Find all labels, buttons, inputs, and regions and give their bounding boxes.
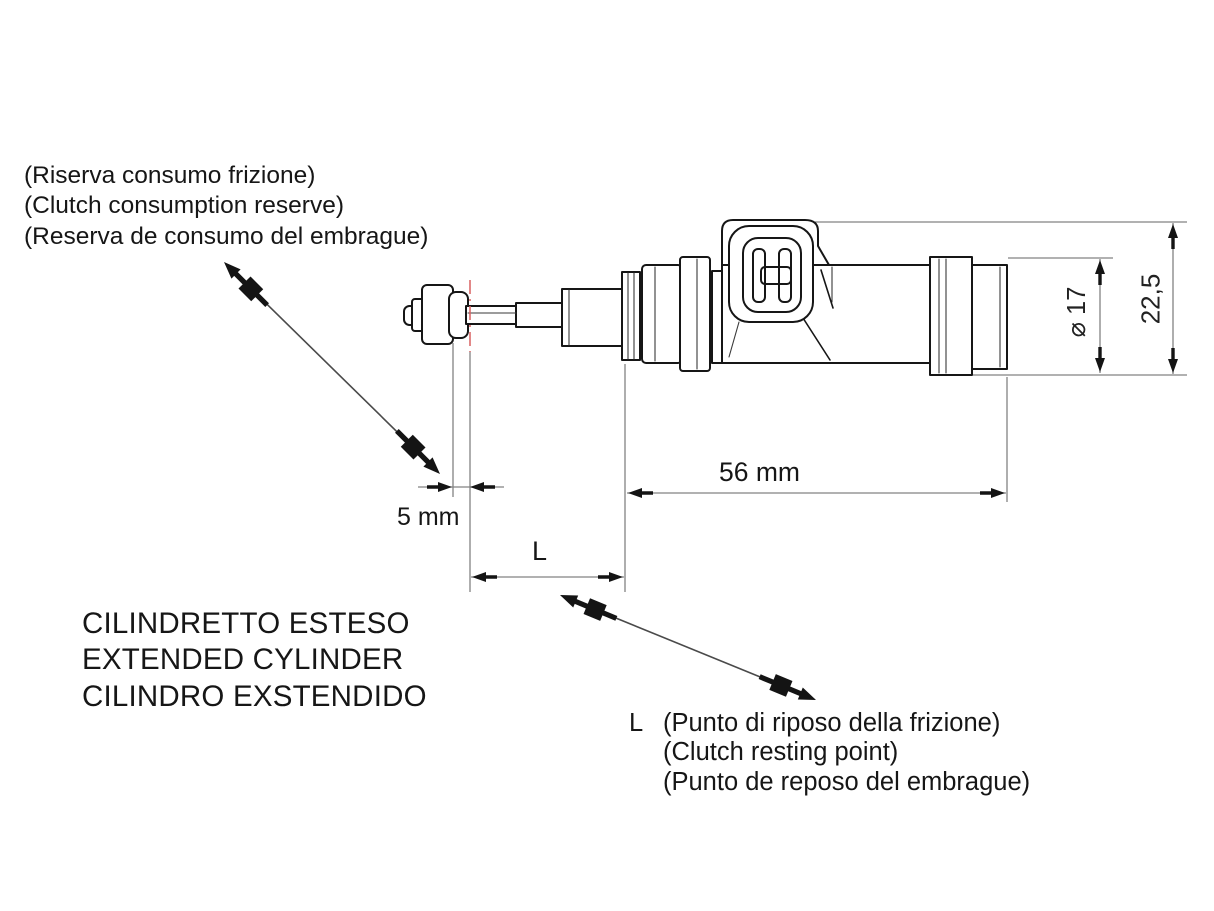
reserve-note-line-es: (Reserva de consumo del embrague)	[24, 222, 429, 250]
brand-logo	[728, 225, 814, 323]
piston-sleeve	[561, 288, 623, 347]
reserve-leader-arrow	[217, 255, 447, 481]
resting-note-line-en: (Clutch resting point)	[663, 738, 899, 767]
drawing-title-line-it: CILINDRETTO ESTESO	[82, 607, 410, 640]
resting-note-lines: (Punto di riposo della frizione) (Clutch…	[663, 709, 1030, 797]
cylinder-body	[721, 219, 934, 364]
drawing-title: CILINDRETTO ESTESO EXTENDED CYLINDER CIL…	[82, 606, 427, 715]
dimension-label-L: L	[532, 536, 548, 566]
outlet-fitting	[929, 256, 1008, 376]
resting-note: L (Punto di riposo della frizione) (Clut…	[629, 709, 1030, 797]
resting-note-line-it: (Punto di riposo della frizione)	[663, 709, 1001, 737]
resting-note-line-es: (Punto de reposo del embrague)	[663, 767, 1031, 796]
dimension-label-22-5: 22,5	[1135, 273, 1166, 325]
dimension-label-56mm: 56 mm	[719, 457, 800, 487]
reserve-note-line-it: (Riserva consumo frizione)	[24, 162, 316, 189]
push-rod	[403, 284, 565, 345]
rubber-boot	[641, 256, 723, 372]
reserve-note-line-en: (Clutch consumption reserve)	[24, 192, 344, 220]
drawing-title-line-es: CILINDRO EXSTENDIDO	[82, 679, 427, 713]
resting-note-prefix: L	[629, 709, 644, 737]
reserve-note: (Riserva consumo frizione) (Clutch consu…	[24, 161, 428, 252]
drawing-title-line-en: EXTENDED CYLINDER	[82, 643, 404, 677]
dimension-label-5mm: 5 mm	[397, 503, 460, 531]
seal-washer	[621, 271, 641, 361]
dimension-label-diameter-17: ⌀ 17	[1063, 286, 1091, 338]
leader-arrows	[217, 255, 820, 708]
slave-cylinder-drawing	[403, 219, 1008, 376]
resting-leader-arrow	[556, 587, 820, 708]
